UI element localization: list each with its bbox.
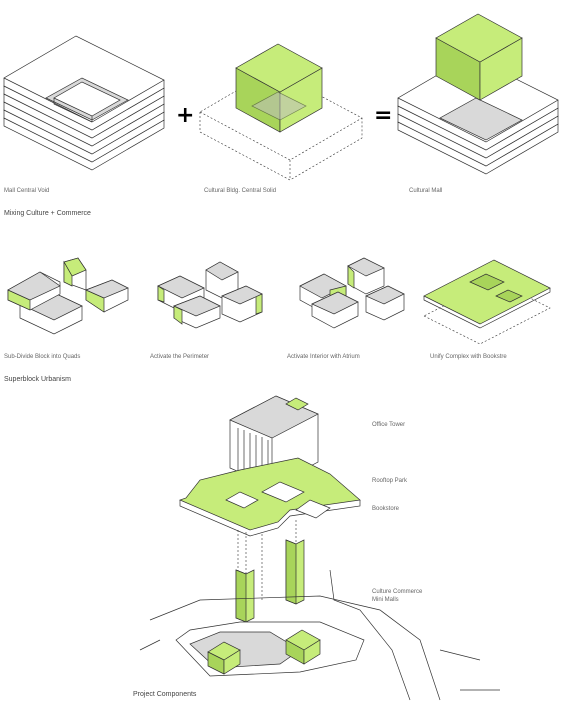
mall-central-void-diagram: [3, 35, 165, 171]
label-culture-commerce: Culture Commerce: [372, 589, 423, 595]
caption-activate-interior: Activate Interior with Atrium: [287, 354, 360, 360]
caption-cultural-building-solid: Cultural Bldg. Central Solid: [204, 188, 277, 194]
cultural-mall-diagram: [397, 13, 559, 175]
section-title-project-components: Project Components: [133, 691, 197, 698]
unify-complex-bookstore-diagram: [423, 259, 551, 345]
activate-perimeter-diagram: [157, 261, 263, 329]
equals-operator: =: [374, 103, 392, 128]
cultural-building-solid-diagram: [199, 43, 363, 181]
label-bookstore: Bookstore: [372, 506, 400, 512]
activate-interior-atrium-diagram: [299, 257, 405, 329]
subdivide-quads-diagram: [7, 257, 129, 335]
plus-operator: +: [176, 103, 194, 128]
label-office-tower: Office Tower: [372, 422, 406, 428]
section-title-superblock: Superblock Urbanism: [4, 376, 71, 383]
section-title-mixing: Mixing Culture + Commerce: [4, 210, 91, 217]
label-mini-malls: Mini Malls: [372, 597, 399, 603]
label-rooftop-park: Rooftop Park: [372, 478, 408, 484]
caption-unify-complex: Unify Complex with Bookstre: [430, 354, 507, 360]
caption-subdivide-quads: Sub-Divide Block into Quads: [4, 354, 81, 360]
caption-cultural-mall: Cultural Mall: [409, 188, 443, 194]
caption-mall-central-void: Mall Central Void: [4, 188, 50, 194]
project-components-diagram: [139, 395, 500, 701]
caption-activate-perimeter: Activate the Perimeter: [150, 354, 210, 360]
